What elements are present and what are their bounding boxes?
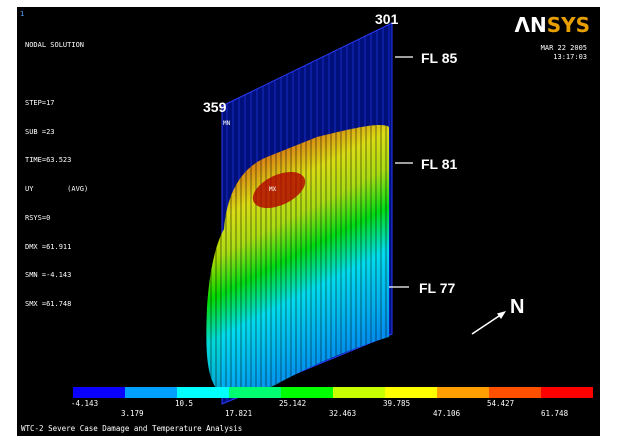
legend-swatch [229, 387, 281, 398]
ansys-logo: ΛNSYS [514, 15, 590, 35]
contour-legend-bar [73, 387, 593, 398]
legend-value: 3.179 [121, 409, 144, 418]
max-marker: MX [269, 186, 277, 193]
legend-swatch [73, 387, 125, 398]
legend-swatch [177, 387, 229, 398]
info-line-title: NODAL SOLUTION [25, 41, 85, 50]
graphics-viewport[interactable]: 1 NODAL SOLUTION STEP=17 SUB =23 TIME=63… [17, 7, 600, 436]
column-label-301: 301 [375, 11, 399, 27]
legend-swatch [125, 387, 177, 398]
legend-value: 10.5 [175, 399, 194, 408]
info-line-step: STEP=17 [25, 98, 55, 107]
legend-value: 61.748 [541, 409, 569, 418]
window-number: 1 [20, 10, 25, 18]
legend-value: 39.785 [383, 399, 411, 408]
plot-caption: WTC-2 Severe Case Damage and Temperature… [21, 424, 243, 433]
floor-label-85: FL 85 [421, 50, 458, 66]
info-line-dmx: DMX =61.911 [25, 242, 72, 251]
info-line-rsys: RSYS=0 [25, 213, 51, 222]
legend-swatch [541, 387, 593, 398]
legend-value: 54.427 [487, 399, 515, 408]
info-line-smn: SMN =-4.143 [25, 271, 72, 280]
legend-swatch [333, 387, 385, 398]
min-marker: MN [223, 120, 231, 127]
floor-label-77: FL 77 [419, 280, 456, 296]
legend-value: 47.106 [433, 409, 461, 418]
legend-swatch [437, 387, 489, 398]
solution-info: NODAL SOLUTION STEP=17 SUB =23 TIME=63.5… [25, 22, 88, 329]
info-line-smx: SMX =61.748 [25, 300, 72, 309]
deformed-contour [206, 125, 389, 397]
time-text: 13:17:03 [553, 53, 587, 61]
date-text: MAR 22 2005 [540, 44, 587, 52]
logo-part-sys: SYS [546, 13, 590, 37]
info-line-sub: SUB =23 [25, 127, 55, 136]
north-arrow-icon [471, 311, 506, 335]
legend-value: -4.143 [71, 399, 99, 408]
floor-markers [389, 56, 413, 288]
logo-part-an: ΛN [514, 13, 547, 37]
north-label: N [510, 296, 525, 318]
column-label-359: 359 [203, 99, 227, 115]
legend-value: 17.821 [225, 409, 253, 418]
legend-value: 25.142 [279, 399, 307, 408]
info-line-time: TIME=63.523 [25, 156, 72, 165]
floor-label-81: FL 81 [421, 156, 458, 172]
datetime-stamp: MAR 22 2005 13:17:03 [492, 44, 587, 62]
legend-swatch [281, 387, 333, 398]
model-plot [206, 22, 506, 405]
info-line-uy: UY (AVG) [25, 185, 89, 194]
legend-value: 32.463 [329, 409, 357, 418]
legend-swatch [489, 387, 541, 398]
legend-swatch [385, 387, 437, 398]
